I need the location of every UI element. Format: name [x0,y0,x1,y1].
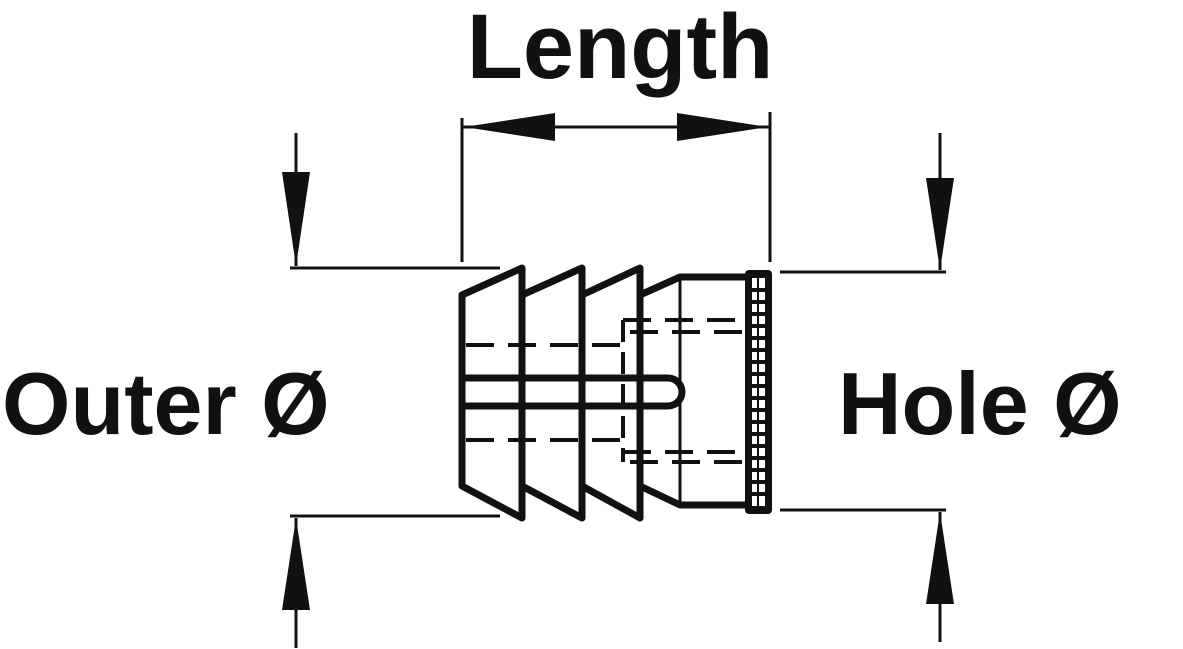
arrow-down-icon [282,172,310,266]
length-label: Length [467,0,774,98]
outer-diameter-dimension [282,133,500,648]
arrow-right-icon [677,113,768,141]
insert-nut-drawing [458,264,772,522]
arrow-up-icon [926,512,954,604]
arrow-left-icon [464,113,555,141]
arrow-down-icon [926,178,954,270]
length-dimension [460,112,772,262]
outer-diameter-label: Outer Ø [2,354,330,453]
arrow-up-icon [282,518,310,610]
hole-diameter-label: Hole Ø [838,354,1122,453]
hole-diameter-dimension [780,133,954,642]
